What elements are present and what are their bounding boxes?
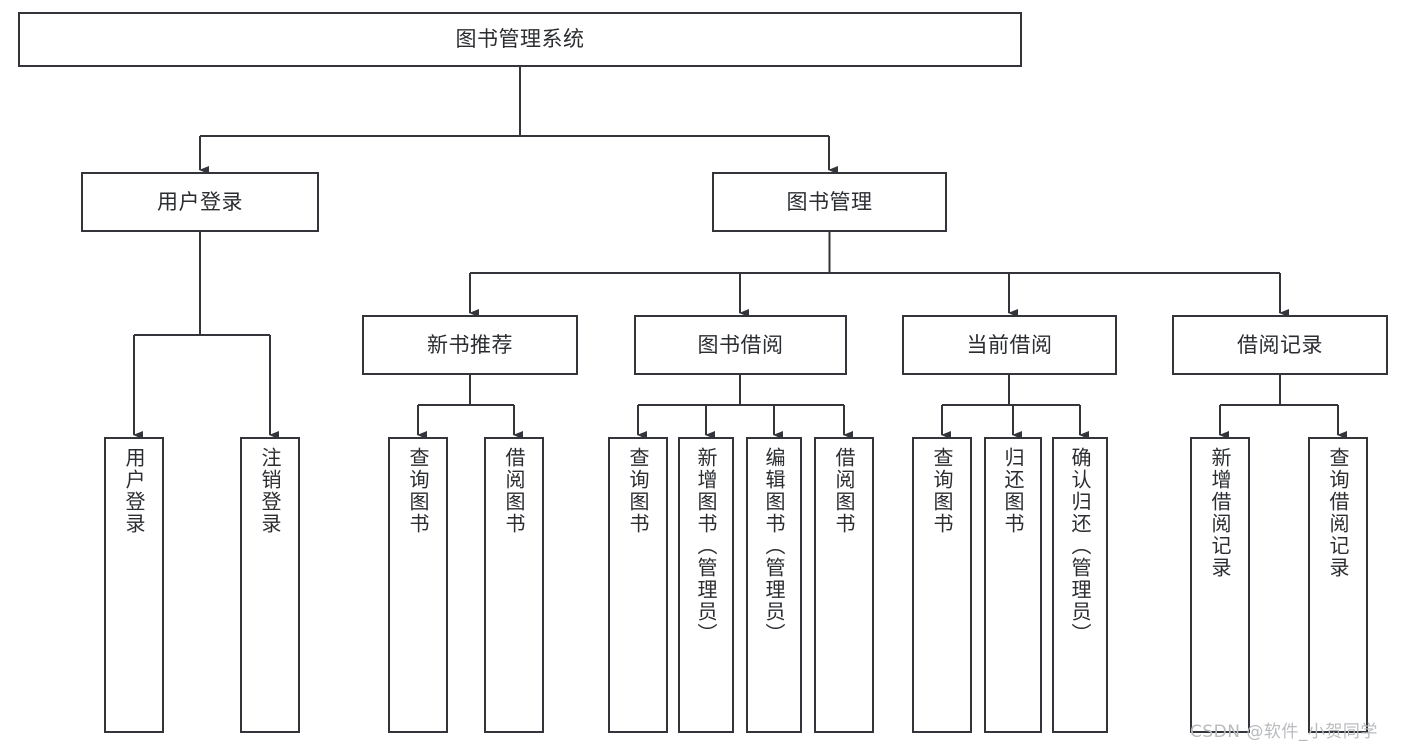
node-book-manage[interactable]: 图书管理 xyxy=(712,172,947,232)
node-leaf-confirm-return-admin[interactable]: 确认归还（管理员） xyxy=(1052,437,1108,733)
node-label: 图书管理系统 xyxy=(455,27,585,52)
node-leaf-return-book[interactable]: 归还图书 xyxy=(984,437,1042,733)
node-leaf-borrow-book-recommend[interactable]: 借阅图书 xyxy=(484,437,544,733)
node-root-system[interactable]: 图书管理系统 xyxy=(18,12,1022,67)
node-leaf-user-logout[interactable]: 注销登录 xyxy=(240,437,300,733)
node-label: 查询图书 xyxy=(930,447,954,535)
node-leaf-query-book-recommend[interactable]: 查询图书 xyxy=(388,437,448,733)
node-leaf-edit-book-admin[interactable]: 编辑图书（管理员） xyxy=(746,437,802,733)
node-label: 借阅图书 xyxy=(502,447,526,535)
node-label: 查询借阅记录 xyxy=(1326,447,1350,579)
node-leaf-add-borrow-record[interactable]: 新增借阅记录 xyxy=(1190,437,1250,733)
node-label: 图书借阅 xyxy=(697,332,784,357)
node-label: 新增图书（管理员） xyxy=(694,447,718,645)
node-label: 编辑图书（管理员） xyxy=(762,447,786,645)
node-leaf-query-book-borrow[interactable]: 查询图书 xyxy=(608,437,668,733)
node-leaf-borrow-book[interactable]: 借阅图书 xyxy=(814,437,874,733)
node-label: 查询图书 xyxy=(626,447,650,535)
node-leaf-query-borrow-record[interactable]: 查询借阅记录 xyxy=(1308,437,1368,733)
node-label: 新书推荐 xyxy=(427,332,513,357)
node-user-login[interactable]: 用户登录 xyxy=(81,172,319,232)
node-leaf-add-book-admin[interactable]: 新增图书（管理员） xyxy=(678,437,734,733)
node-new-book-recommend[interactable]: 新书推荐 xyxy=(362,315,578,375)
node-label: 当前借阅 xyxy=(966,332,1053,357)
node-label: 确认归还（管理员） xyxy=(1068,447,1092,645)
node-label: 归还图书 xyxy=(1001,447,1025,535)
node-label: 图书管理 xyxy=(786,189,873,214)
node-label: 借阅记录 xyxy=(1237,332,1323,357)
node-leaf-query-book-current[interactable]: 查询图书 xyxy=(912,437,972,733)
node-label: 用户登录 xyxy=(122,447,146,535)
node-label: 借阅图书 xyxy=(832,447,856,535)
node-label: 注销登录 xyxy=(258,447,282,535)
node-current-borrow[interactable]: 当前借阅 xyxy=(902,315,1117,375)
node-book-borrow[interactable]: 图书借阅 xyxy=(634,315,847,375)
node-label: 查询图书 xyxy=(406,447,430,535)
node-borrow-record[interactable]: 借阅记录 xyxy=(1172,315,1388,375)
node-label: 用户登录 xyxy=(157,189,243,214)
node-label: 新增借阅记录 xyxy=(1208,447,1232,579)
node-leaf-user-login[interactable]: 用户登录 xyxy=(104,437,164,733)
